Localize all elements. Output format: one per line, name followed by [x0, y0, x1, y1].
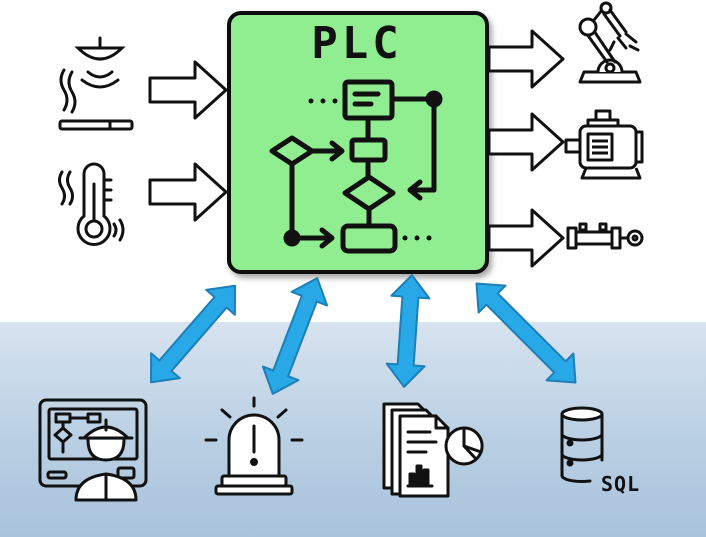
- temperature-sensor-icon: [58, 162, 125, 246]
- hmi-operator-icon: [38, 398, 148, 502]
- report-documents-icon: [382, 402, 484, 498]
- link-arrow-hmi: [150, 284, 236, 384]
- input-arrow-2: [148, 162, 228, 222]
- sql-database-icon: [560, 406, 604, 483]
- sql-label: SQL: [601, 472, 641, 496]
- input-arrow-1: [148, 60, 228, 120]
- link-arrow-database: [475, 282, 577, 384]
- output-arrow-2: [487, 112, 565, 172]
- electric-motor-icon: [564, 109, 644, 180]
- plc-logic-flowchart-icon: [269, 79, 443, 254]
- link-arrow-reports: [385, 274, 431, 388]
- output-arrow-1: [487, 29, 565, 89]
- output-arrow-3: [487, 208, 565, 268]
- pneumatic-cylinder-icon: [566, 222, 644, 250]
- alarm-beacon-icon: [204, 396, 304, 496]
- plc-title: PLC: [311, 18, 403, 69]
- robot-arm-icon: [578, 1, 642, 84]
- link-arrow-alarm: [261, 277, 329, 395]
- proximity-sensor-icon: [58, 36, 134, 131]
